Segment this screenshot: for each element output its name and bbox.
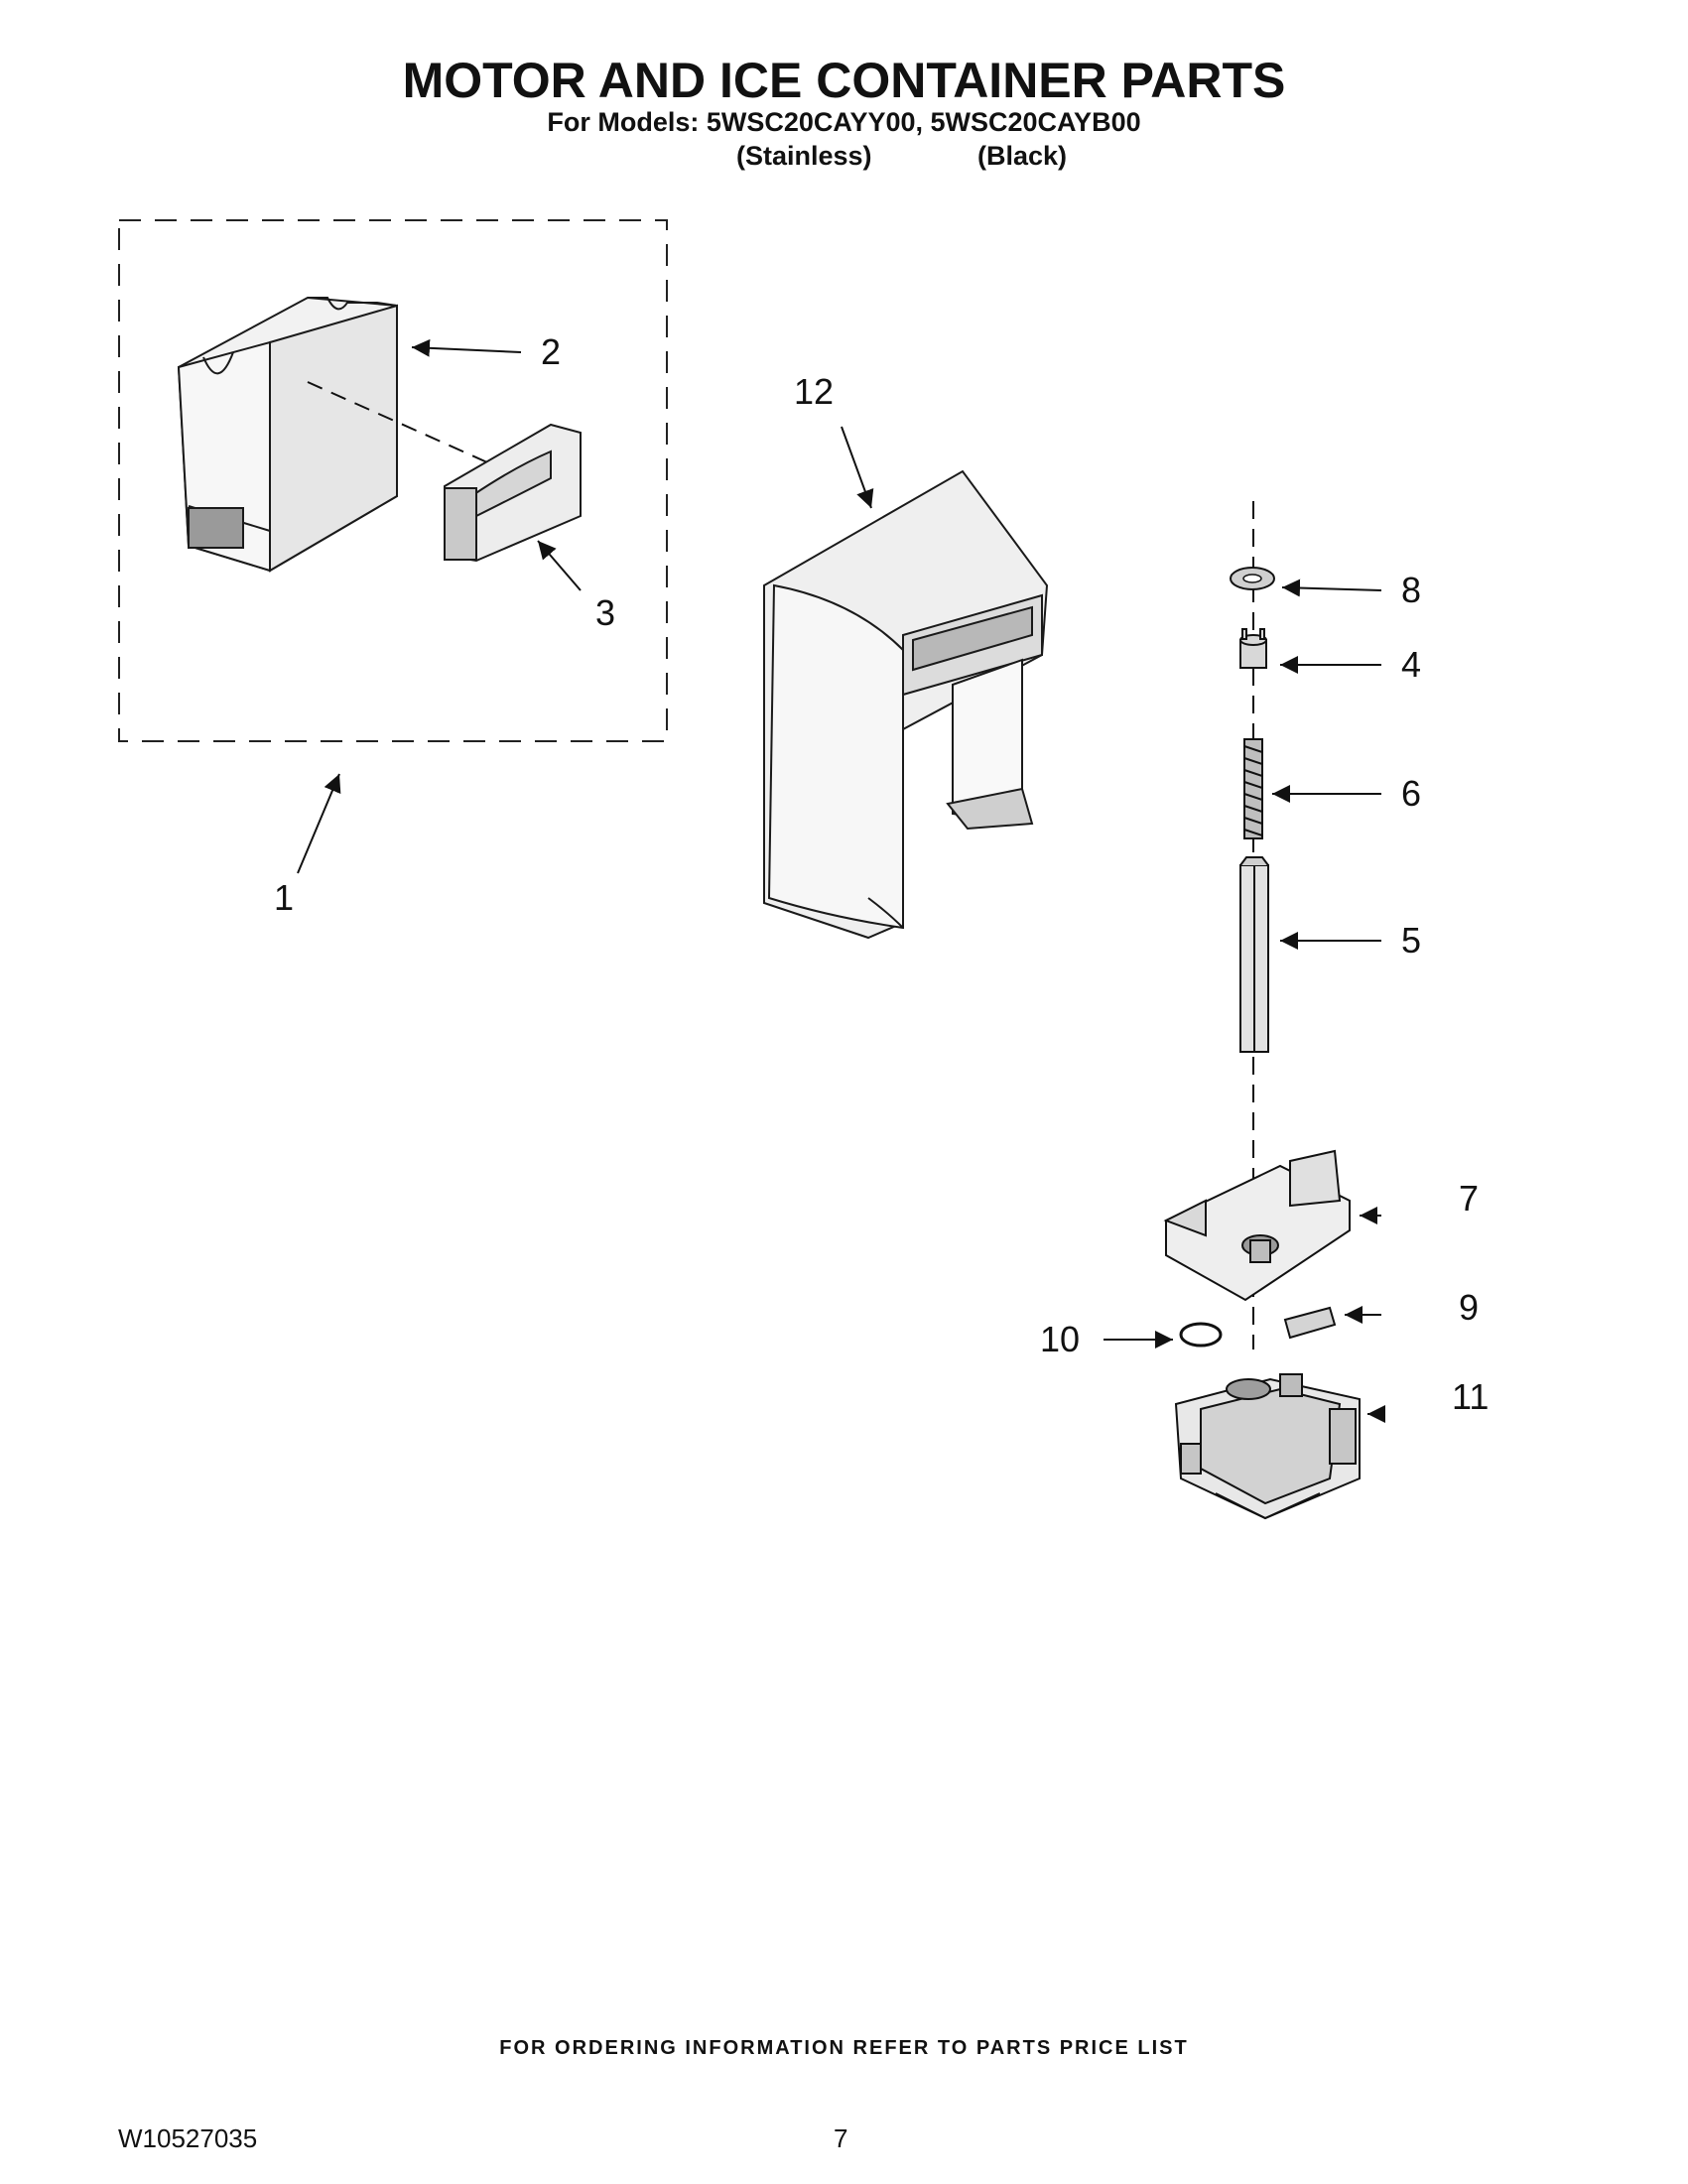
dispenser-housing-part (763, 469, 1049, 940)
callout-4: 4 (1401, 644, 1422, 685)
callout-6: 6 (1401, 773, 1422, 814)
motor-part-11 (1174, 1373, 1361, 1520)
assembly-alignment-line (307, 381, 497, 467)
leader-1 (297, 773, 341, 874)
leader-8 (1281, 578, 1382, 597)
auger-shaft-part-5 (1239, 856, 1269, 1053)
motor-bracket-part-7 (1163, 1149, 1351, 1302)
leader-arrows (297, 338, 1385, 1423)
washer-hole (1242, 574, 1262, 583)
callout-2: 2 (541, 331, 562, 372)
assembly-group-box (118, 219, 668, 742)
callout-9: 9 (1459, 1287, 1480, 1328)
callout-11: 11 (1452, 1376, 1490, 1417)
coupler-part-4 (1239, 628, 1267, 669)
leader-2 (411, 338, 522, 357)
leader-12 (841, 426, 874, 509)
ice-bucket-part (177, 296, 398, 573)
bushing-part-9 (1283, 1306, 1337, 1340)
spring-part-6 (1243, 738, 1263, 839)
callout-3: 3 (595, 592, 616, 633)
bucket-front-bracket-part (444, 423, 582, 563)
callout-5: 5 (1401, 920, 1422, 961)
callout-8: 8 (1401, 570, 1422, 610)
ordering-note: FOR ORDERING INFORMATION REFER TO PARTS … (499, 2037, 1189, 2059)
ring-part-10 (1179, 1322, 1223, 1348)
callout-1: 1 (274, 877, 295, 918)
callout-7: 7 (1459, 1178, 1480, 1219)
page-title: MOTOR AND ICE CONTAINER PARTS (402, 53, 1286, 108)
document-number: W10527035 (118, 2123, 258, 2153)
models-line: For Models: 5WSC20CAYY00, 5WSC20CAYB00 (547, 107, 1141, 137)
variant-stainless: (Stainless) (736, 141, 872, 171)
variant-black: (Black) (977, 141, 1068, 171)
page-number: 7 (834, 2123, 848, 2153)
callout-12: 12 (794, 371, 835, 412)
leader-3 (537, 540, 582, 591)
callout-10: 10 (1040, 1319, 1081, 1359)
